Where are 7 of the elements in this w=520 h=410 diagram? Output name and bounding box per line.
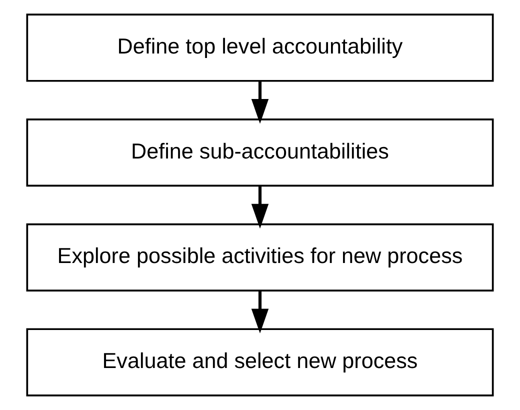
node-box: Define top level accountability [26, 14, 494, 82]
node-box: Define sub-accountabilities [26, 118, 494, 187]
arrow [251, 80, 269, 124]
arrow [251, 186, 269, 229]
node-box: Evaluate and select new process [26, 328, 494, 396]
arrow [251, 290, 269, 334]
node-box: Explore possible activities for new process [26, 223, 494, 292]
